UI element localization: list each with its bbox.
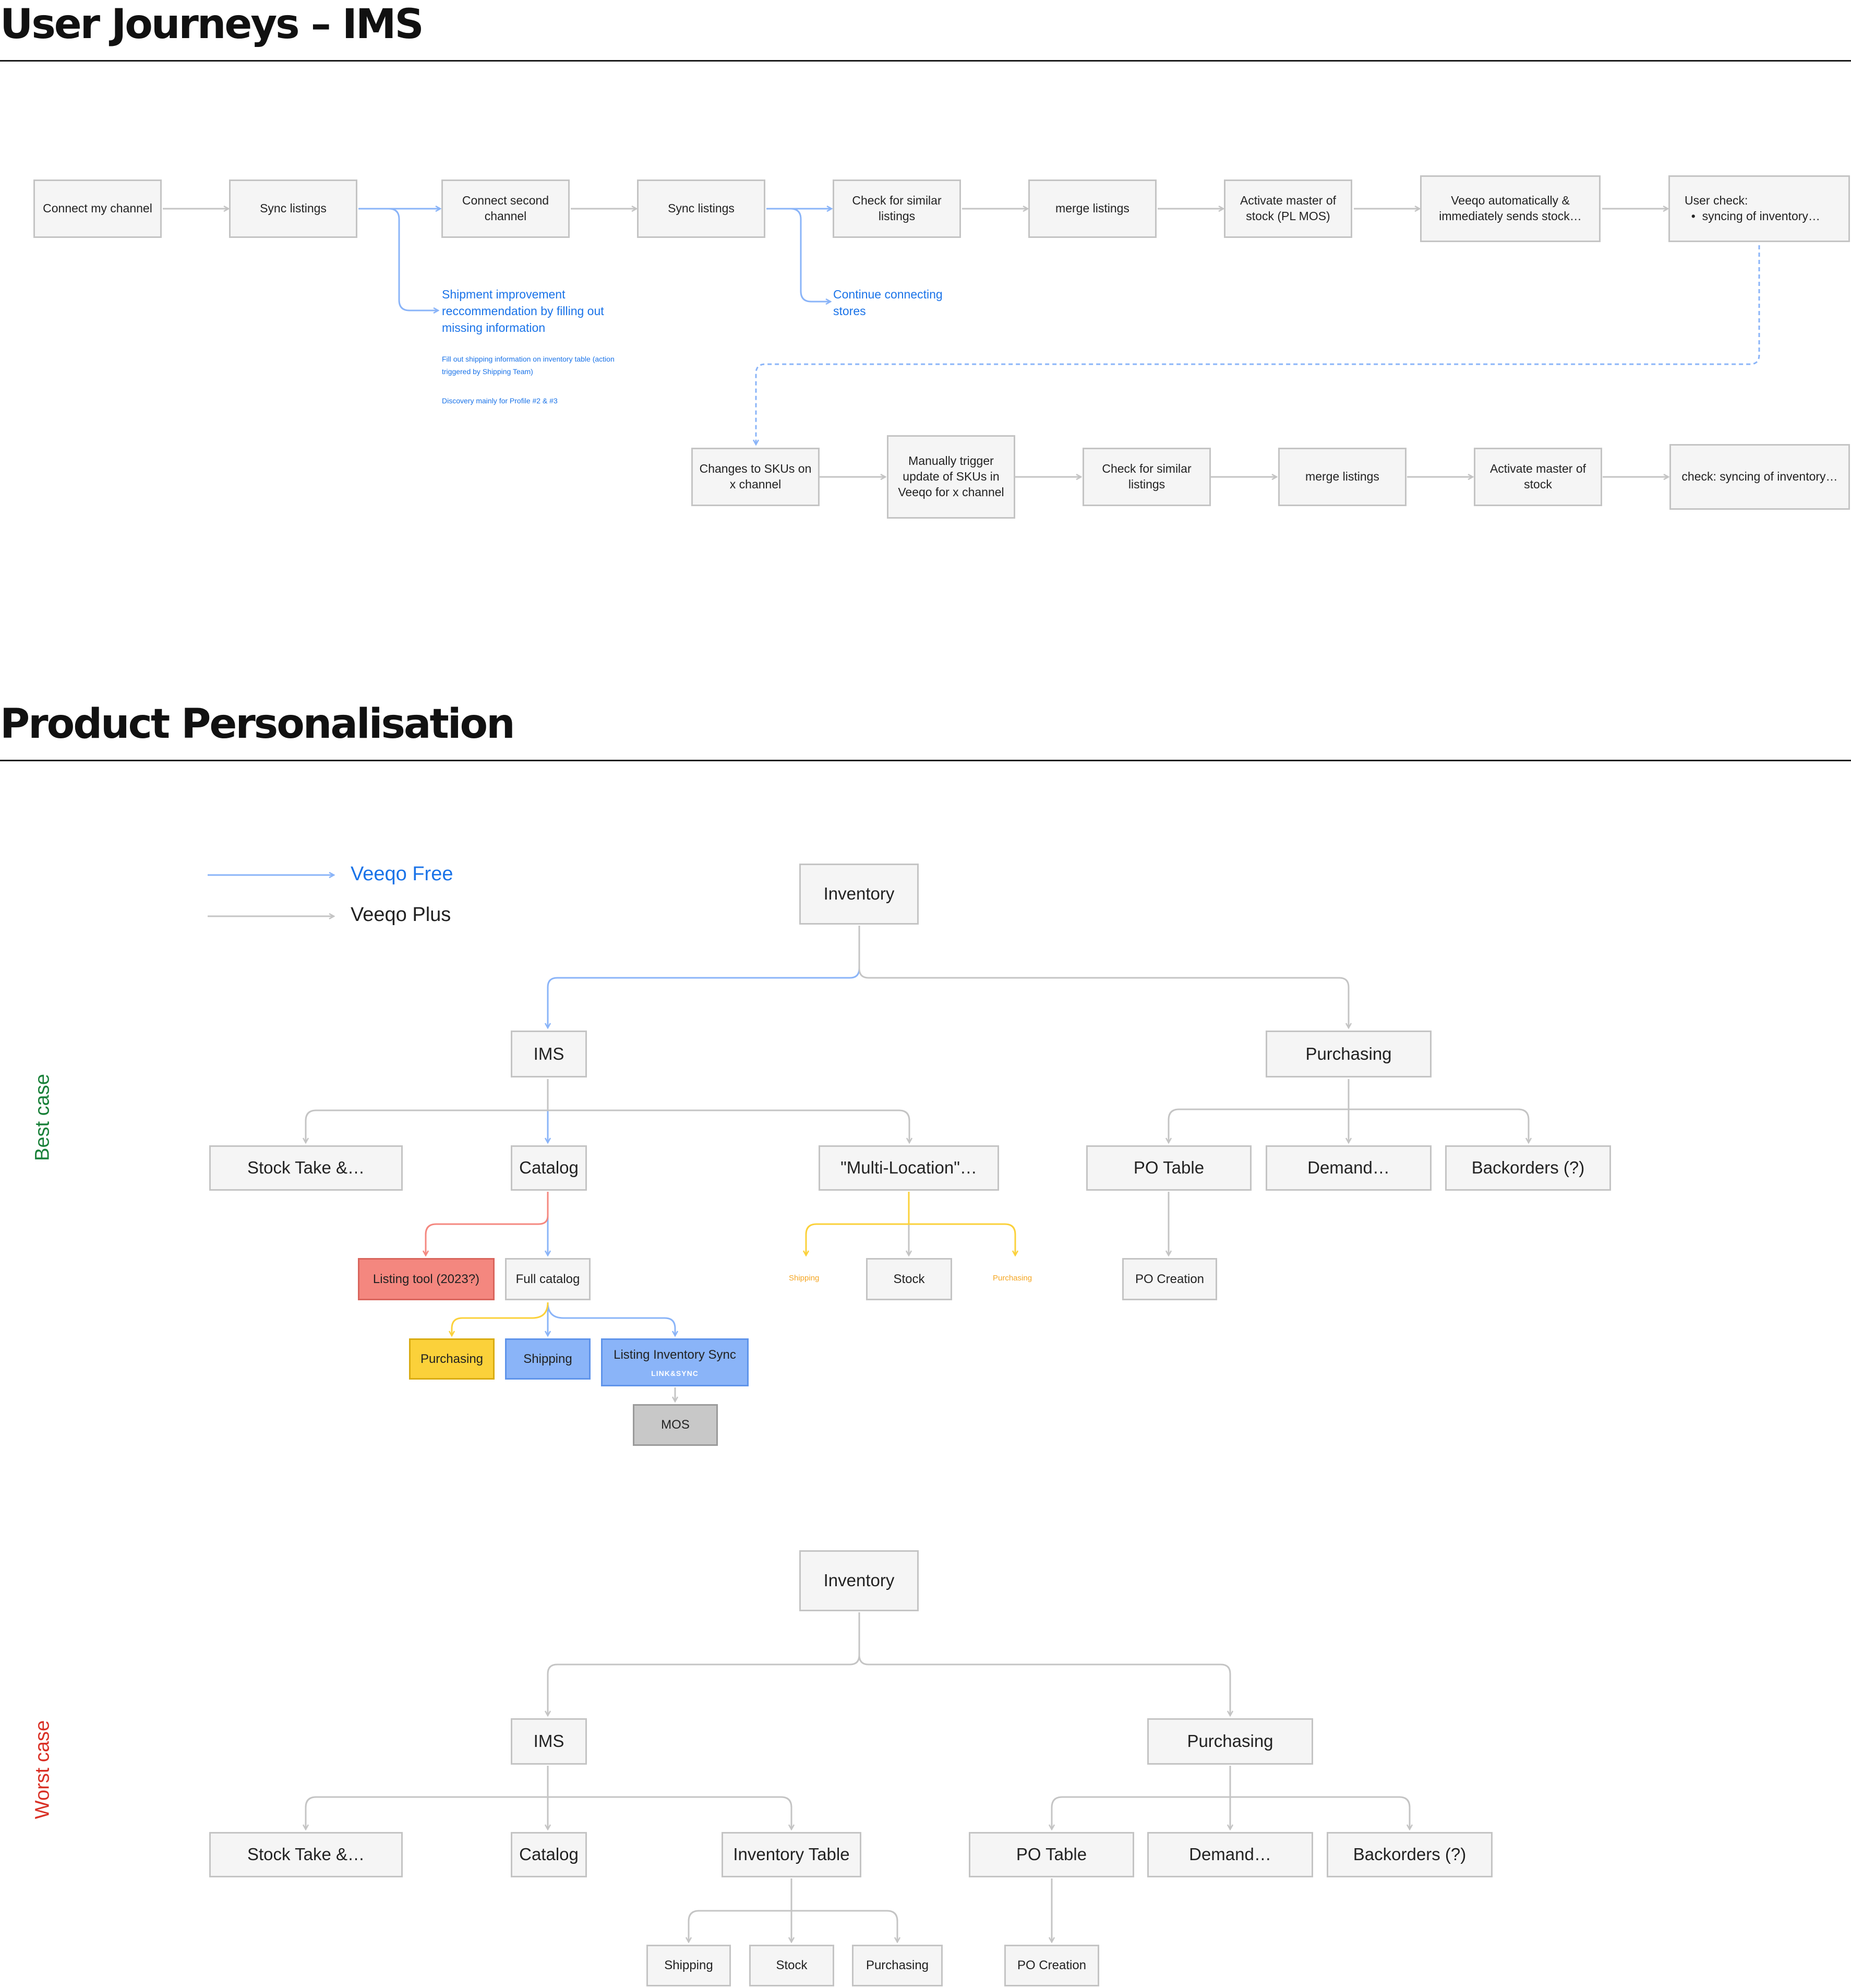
journey-step-sync-listings-2[interactable]: Sync listings [637, 179, 765, 238]
worst-catalog-node[interactable]: Catalog [511, 1832, 587, 1877]
best-multi-location-node[interactable]: "Multi-Location"… [819, 1145, 999, 1191]
best-demand-node[interactable]: Demand… [1266, 1145, 1432, 1191]
best-ims-node[interactable]: IMS [511, 1031, 587, 1077]
branch-fill-note: Fill out shipping information on invento… [442, 355, 615, 376]
full-catalog-node[interactable]: Full catalog [505, 1258, 591, 1300]
section-divider [0, 60, 1851, 62]
branch-discovery-note: Discovery mainly for Profile #2 & #3 [442, 397, 558, 405]
po-creation-node[interactable]: PO Creation [1122, 1258, 1217, 1300]
it-shipping-node[interactable]: Shipping [646, 1945, 731, 1986]
worst-demand-node[interactable]: Demand… [1147, 1832, 1313, 1877]
fc-shipping-node[interactable]: Shipping [505, 1338, 591, 1380]
branch-continue-note: Continue connecting stores [833, 288, 943, 318]
worst-ims-node[interactable]: IMS [511, 1718, 587, 1765]
worst-po-creation-node[interactable]: PO Creation [1004, 1945, 1099, 1986]
best-po-table-node[interactable]: PO Table [1086, 1145, 1252, 1191]
personalisation-title: Product Personalisation [0, 701, 515, 748]
user-journeys-title: User Journeys – IMS [0, 1, 424, 48]
branch-shipment-note: Shipment improvement reccommendation by … [442, 288, 604, 334]
ml-purchasing-label: Purchasing [993, 1274, 1032, 1283]
ml-stock-node[interactable]: Stock [866, 1258, 952, 1300]
legend-veeqo-free: Veeqo Free [351, 863, 453, 885]
worst-purchasing-node[interactable]: Purchasing [1147, 1718, 1313, 1765]
journey-step-veeqo-sends-stock[interactable]: Veeqo automatically & immediately sends … [1420, 175, 1601, 242]
mos-node[interactable]: MOS [633, 1404, 718, 1446]
best-inventory-node[interactable]: Inventory [799, 864, 919, 925]
journey-step-user-check[interactable]: User check: • syncing of inventory… [1668, 175, 1850, 242]
journey-step-activate-mos-2[interactable]: Activate master of stock [1474, 448, 1602, 506]
fc-listing-sync-label: Listing Inventory Sync [614, 1348, 736, 1362]
journey-step-manual-trigger[interactable]: Manually trigger update of SKUs in Veeqo… [887, 435, 1015, 519]
ml-shipping-label: Shipping [789, 1274, 820, 1283]
worst-case-label: Worst case [31, 1720, 54, 1819]
journey-step-merge-listings[interactable]: merge listings [1028, 179, 1157, 238]
best-backorders-node[interactable]: Backorders (?) [1445, 1145, 1611, 1191]
listing-tool-node[interactable]: Listing tool (2023?) [358, 1258, 495, 1300]
it-stock-node[interactable]: Stock [749, 1945, 834, 1986]
worst-inventory-node[interactable]: Inventory [799, 1550, 919, 1611]
journey-step-check-similar[interactable]: Check for similar listings [833, 179, 961, 238]
journey-step-check-syncing[interactable]: check: syncing of inventory… [1669, 444, 1850, 510]
best-stock-take-node[interactable]: Stock Take &… [209, 1145, 403, 1191]
best-catalog-node[interactable]: Catalog [511, 1145, 587, 1191]
worst-inventory-table-node[interactable]: Inventory Table [722, 1832, 861, 1877]
journey-step-check-similar-2[interactable]: Check for similar listings [1083, 448, 1211, 506]
fc-listing-sync-node[interactable]: Listing Inventory Sync LINK&SYNC [601, 1338, 749, 1386]
section-divider-2 [0, 760, 1851, 761]
legend-veeqo-plus: Veeqo Plus [351, 904, 451, 926]
journey-step-sync-listings[interactable]: Sync listings [229, 179, 357, 238]
best-case-label: Best case [31, 1074, 54, 1161]
journey-step-connect-channel[interactable]: Connect my channel [33, 179, 162, 238]
journey-step-merge-listings-2[interactable]: merge listings [1278, 448, 1407, 506]
journey-step-activate-mos[interactable]: Activate master of stock (PL MOS) [1224, 179, 1352, 238]
journey-step-connect-second-channel[interactable]: Connect second channel [441, 179, 570, 238]
link-sync-tag: LINK&SYNC [651, 1369, 699, 1378]
worst-backorders-node[interactable]: Backorders (?) [1327, 1832, 1493, 1877]
user-check-bullet: • syncing of inventory… [1685, 209, 1820, 223]
journey-step-changes-skus[interactable]: Changes to SKUs on x channel [691, 448, 820, 506]
it-purchasing-node[interactable]: Purchasing [852, 1945, 943, 1986]
fc-purchasing-node[interactable]: Purchasing [409, 1338, 495, 1380]
user-check-label: User check: [1685, 194, 1748, 208]
worst-po-table-node[interactable]: PO Table [969, 1832, 1134, 1877]
best-purchasing-node[interactable]: Purchasing [1266, 1031, 1432, 1077]
worst-stock-take-node[interactable]: Stock Take &… [209, 1832, 403, 1877]
